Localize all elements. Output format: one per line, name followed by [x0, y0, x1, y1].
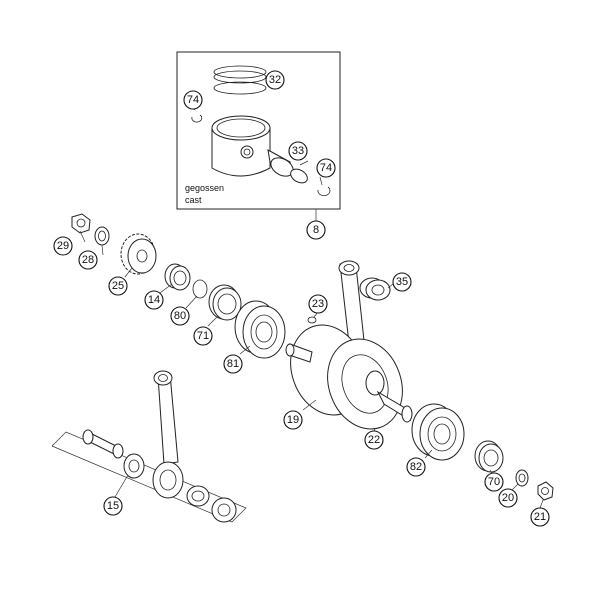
svg-text:29: 29 [57, 240, 69, 252]
svg-text:74: 74 [187, 94, 199, 106]
svg-text:15: 15 [107, 500, 119, 512]
callout-70: 70 [484, 472, 504, 492]
callout-28: 28 [78, 250, 98, 270]
callout-23: 23 [308, 294, 328, 314]
svg-text:21: 21 [534, 511, 546, 523]
piston-rings [213, 65, 268, 95]
seal-71 [208, 284, 242, 321]
washer-28 [94, 226, 110, 246]
svg-text:22: 22 [368, 434, 380, 446]
svg-text:25: 25 [112, 280, 124, 292]
callout-74-left: 74 [183, 90, 203, 110]
nut-29 [71, 213, 91, 234]
callout-22: 22 [364, 430, 384, 450]
piston-pin [267, 149, 308, 184]
callout-15: 15 [103, 496, 123, 516]
svg-text:74: 74 [320, 162, 332, 174]
needle-bearing-35 [359, 277, 391, 301]
callout-32: 32 [265, 70, 285, 90]
callout-14: 14 [144, 290, 164, 310]
callout-19: 19 [283, 410, 303, 430]
ring-80 [192, 279, 208, 299]
woodruff-key-23 [307, 316, 317, 324]
callout-25: 25 [108, 276, 128, 296]
svg-text:19: 19 [287, 414, 299, 426]
circlip-left [191, 107, 203, 123]
callout-8: 8 [306, 220, 326, 240]
svg-text:8: 8 [313, 224, 319, 236]
seal-70 [474, 440, 504, 473]
svg-text:80: 80 [174, 310, 186, 322]
piston-kit-box [176, 51, 341, 222]
main-bearing-82 [411, 403, 465, 461]
callout-20: 20 [498, 488, 518, 508]
svg-text:33: 33 [292, 145, 304, 157]
connecting-rod-kit [51, 370, 247, 523]
gear-25 [120, 233, 157, 275]
callout-81: 81 [223, 354, 243, 374]
crankshaft-assembly [285, 260, 413, 430]
svg-text:28: 28 [82, 254, 94, 266]
cast-note-german: gegossen [185, 183, 224, 193]
main-bearing-81 [234, 300, 286, 359]
nut-21 [537, 481, 554, 501]
svg-text:23: 23 [312, 298, 324, 310]
callout-35: 35 [392, 272, 412, 292]
svg-text:32: 32 [269, 74, 281, 86]
svg-text:82: 82 [410, 461, 422, 473]
callout-71: 71 [193, 326, 213, 346]
callout-74-right: 74 [316, 158, 336, 178]
washer-20 [515, 469, 529, 487]
callout-29: 29 [53, 236, 73, 256]
bearing-14 [164, 263, 191, 291]
callout-33: 33 [288, 141, 308, 161]
svg-text:71: 71 [197, 330, 209, 342]
callout-80: 80 [170, 306, 190, 326]
cast-note-english: cast [185, 195, 202, 205]
svg-text:14: 14 [148, 294, 160, 306]
callout-82: 82 [406, 457, 426, 477]
piston [211, 115, 271, 177]
circlip-right [317, 186, 331, 197]
svg-text:70: 70 [488, 476, 500, 488]
svg-text:81: 81 [227, 358, 239, 370]
svg-text:35: 35 [396, 276, 408, 288]
callout-21: 21 [530, 507, 550, 527]
svg-text:20: 20 [502, 492, 514, 504]
